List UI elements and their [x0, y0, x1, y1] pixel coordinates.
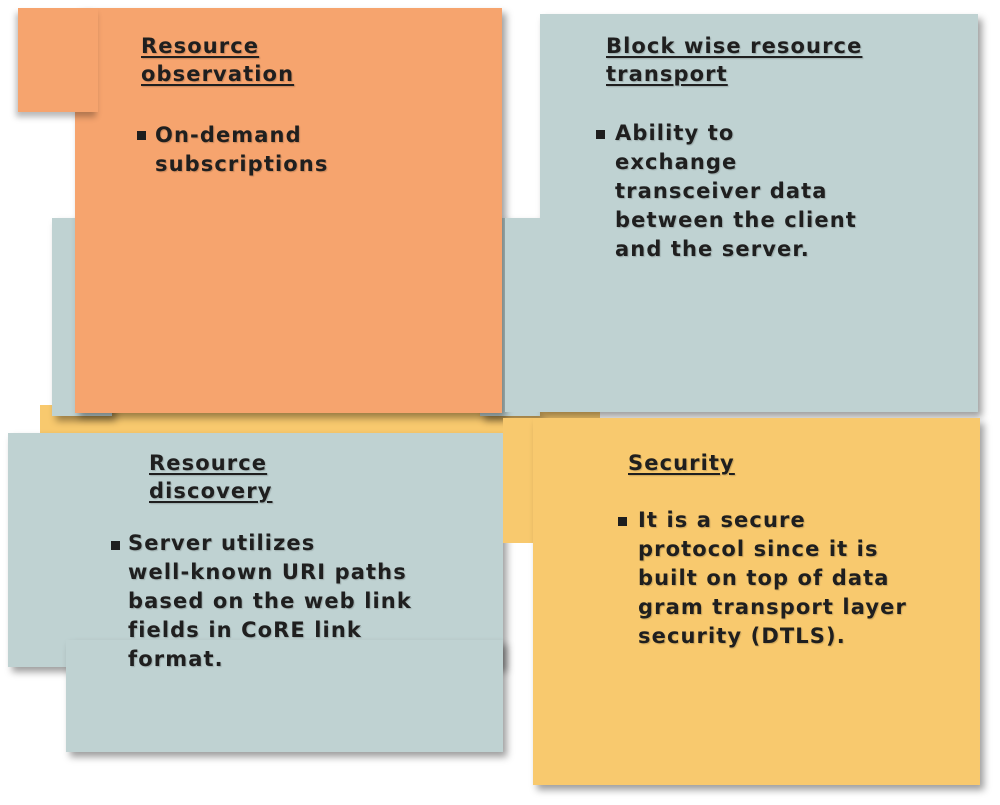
title-line: discovery — [149, 479, 273, 503]
bullet-line: gram transport layer — [638, 595, 907, 619]
blue-transport-lower-extension — [505, 218, 978, 412]
bullet-square-icon — [596, 130, 605, 139]
title-line: Security — [628, 451, 735, 475]
security-bullet-text: It is a secure protocol since it is buil… — [638, 506, 907, 651]
bullet-line: subscriptions — [155, 152, 329, 176]
block-wise-transport-bullet-text: Ability to exchange transceiver data bet… — [615, 119, 857, 264]
bullet-line: based on the web link — [128, 589, 412, 613]
bullet-line: between the client — [615, 208, 857, 232]
bullet-line: built on top of data — [638, 566, 890, 590]
title-line: Resource — [149, 451, 268, 475]
title-line: Block wise resource — [606, 34, 863, 58]
resource-discovery-title: Resource discovery — [149, 449, 272, 505]
bullet-square-icon — [111, 541, 120, 550]
bullet-line: fields in CoRE link — [128, 618, 362, 642]
bullet-line: Server utilizes — [128, 531, 316, 555]
bullet-line: Ability to — [615, 121, 735, 145]
quadrant-resource-discovery — [8, 433, 503, 667]
bullet-line: It is a secure — [638, 508, 806, 532]
bullet-line: format. — [128, 647, 224, 671]
bullet-line: and the server. — [615, 237, 810, 261]
bullet-square-icon — [137, 131, 146, 140]
resource-discovery-bullet-text: Server utilizes well-known URI paths bas… — [128, 529, 412, 674]
bullet-line: exchange — [615, 150, 738, 174]
bullet-line: transceiver data — [615, 179, 828, 203]
resource-observation-title: Resource observation — [141, 32, 294, 88]
block-wise-transport-title: Block wise resource transport — [606, 32, 862, 88]
title-line: Resource — [141, 34, 260, 58]
bullet-line: On-demand — [155, 123, 302, 147]
bullet-square-icon — [618, 517, 627, 526]
title-line: transport — [606, 62, 728, 86]
resource-observation-bullet-text: On-demand subscriptions — [155, 121, 328, 179]
bullet-line: protocol since it is — [638, 537, 879, 561]
title-line: observation — [141, 62, 295, 86]
security-title: Security — [628, 449, 735, 477]
quadrant-security — [533, 418, 980, 785]
bullet-line: security (DTLS). — [638, 624, 846, 648]
orange-top-tab — [18, 8, 98, 112]
bullet-line: well-known URI paths — [128, 560, 407, 584]
blue-discovery-lower-extension — [66, 640, 503, 752]
quadrant-resource-observation — [75, 8, 502, 413]
